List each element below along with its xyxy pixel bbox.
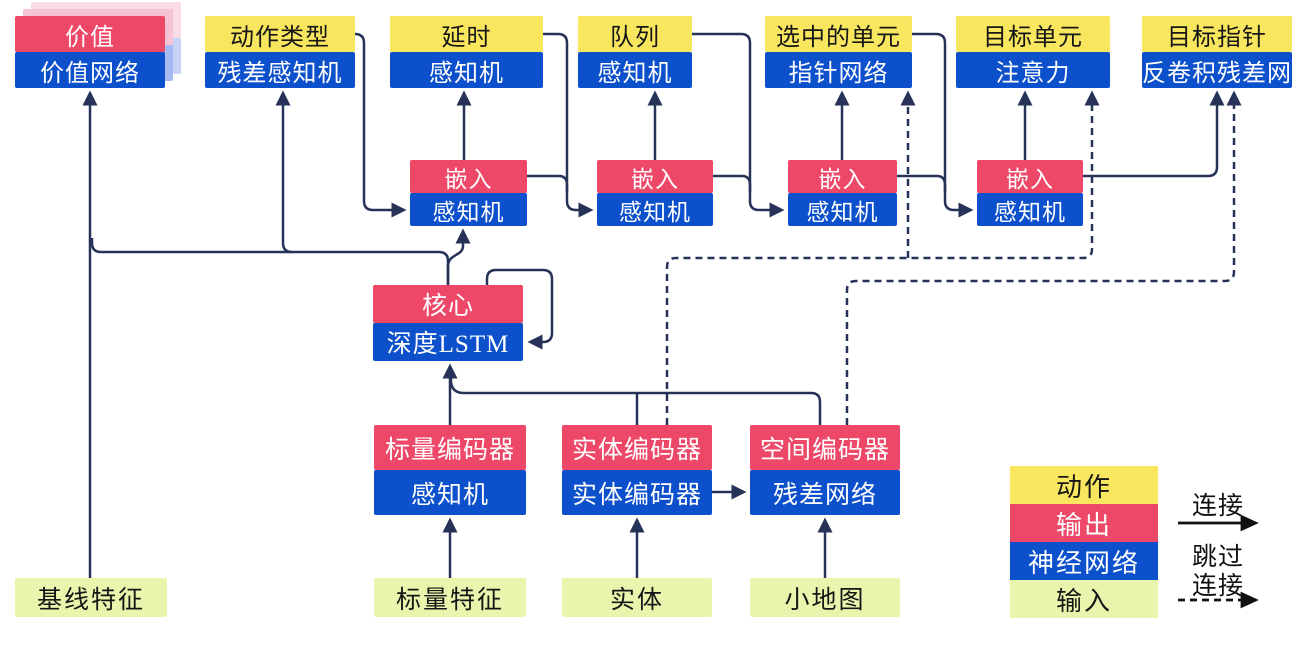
legend-skip-label-line2: 连接 [1191, 573, 1244, 600]
wire-core-to-embed-1 [446, 228, 471, 285]
spatial-encoder-label: 空间编码器 [750, 425, 900, 470]
queue-network-label: 感知机 [578, 52, 692, 88]
wire-embed-3-out [897, 174, 947, 192]
skip-entity-to-attention [665, 90, 1100, 425]
core-label: 核心 [373, 285, 523, 323]
spatial-encoder-network-label: 残差网络 [750, 470, 900, 515]
core-network-label: 深度LSTM [373, 323, 523, 361]
value-network-label: 价值网络 [15, 52, 165, 88]
embed-3-label: 嵌入 [788, 160, 897, 193]
action-type-network-label: 残差感知机 [205, 52, 355, 88]
node-target-unit: 目标单元 注意力 [956, 16, 1110, 88]
embed-2-label: 嵌入 [597, 160, 713, 193]
wire-embed-2-out [713, 174, 752, 192]
node-embed-1: 嵌入 感知机 [410, 160, 527, 226]
scalar-encoder-label: 标量编码器 [374, 425, 526, 470]
node-target-point: 目标指针 反卷积残差网 [1142, 16, 1292, 88]
delay-label: 延时 [390, 16, 543, 52]
node-minimap: 小地图 [750, 578, 900, 617]
legend-input: 输入 [1010, 580, 1158, 618]
selected-units-network-label: 指针网络 [765, 52, 912, 88]
node-core: 核心 深度LSTM [373, 285, 523, 361]
node-embed-4: 嵌入 感知机 [977, 160, 1083, 226]
wire-action-type-to-embed-1 [354, 32, 407, 218]
embed-4-label: 嵌入 [977, 160, 1083, 193]
entity-encoder-network-label: 实体编码器 [562, 470, 712, 515]
legend-solid-label: 连接 [1191, 493, 1244, 520]
target-unit-network-label: 注意力 [956, 52, 1110, 88]
legend-action: 动作 [1010, 466, 1158, 504]
node-entities: 实体 [562, 578, 712, 617]
node-delay: 延时 感知机 [390, 16, 543, 88]
wire-encoder-collector [449, 372, 822, 425]
embed-3-network-label: 感知机 [788, 193, 897, 226]
wire-embed-1-out [527, 174, 569, 192]
wire-core-self-loop [485, 268, 554, 350]
entity-encoder-label: 实体编码器 [562, 425, 712, 470]
node-scalar-features: 标量特征 [374, 578, 526, 617]
legend-network: 神经网络 [1010, 542, 1158, 580]
queue-label: 队列 [578, 16, 692, 52]
node-value: 价值 价值网络 [15, 16, 165, 88]
legend-output: 输出 [1010, 504, 1158, 542]
wire-core-to-left-junction [90, 238, 450, 285]
wire-selected-units-to-embed-4 [912, 32, 974, 218]
legend-skip-label-line1: 跳过 [1191, 544, 1244, 571]
node-embed-3: 嵌入 感知机 [788, 160, 897, 226]
embed-1-network-label: 感知机 [410, 193, 527, 226]
embed-1-label: 嵌入 [410, 160, 527, 193]
selected-units-label: 选中的单元 [765, 16, 912, 52]
node-entity-encoder: 实体编码器 实体编码器 [562, 425, 712, 515]
node-baseline-features: 基线特征 [15, 578, 167, 617]
target-point-network-label: 反卷积残差网 [1142, 52, 1292, 88]
node-selected-units: 选中的单元 指针网络 [765, 16, 912, 88]
node-spatial-encoder: 空间编码器 残差网络 [750, 425, 900, 515]
wire-embed-4-to-deconv [1083, 90, 1225, 178]
embed-4-network-label: 感知机 [977, 193, 1083, 226]
skip-spatial-to-deconv [845, 90, 1242, 425]
target-point-label: 目标指针 [1142, 16, 1292, 52]
scalar-encoder-network-label: 感知机 [374, 470, 526, 515]
delay-network-label: 感知机 [390, 52, 543, 88]
value-output-label: 价值 [15, 16, 165, 52]
wire-delay-to-embed-2 [543, 32, 594, 218]
target-unit-label: 目标单元 [956, 16, 1110, 52]
embed-2-network-label: 感知机 [597, 193, 713, 226]
wire-junction-to-action-type [275, 90, 293, 254]
node-queue: 队列 感知机 [578, 16, 692, 88]
action-type-label: 动作类型 [205, 16, 355, 52]
node-embed-2: 嵌入 感知机 [597, 160, 713, 226]
node-scalar-encoder: 标量编码器 感知机 [374, 425, 526, 515]
wire-queue-to-embed-3 [692, 32, 785, 218]
legend-swatch-stack: 动作 输出 神经网络 输入 [1010, 466, 1158, 618]
node-action-type: 动作类型 残差感知机 [205, 16, 355, 88]
